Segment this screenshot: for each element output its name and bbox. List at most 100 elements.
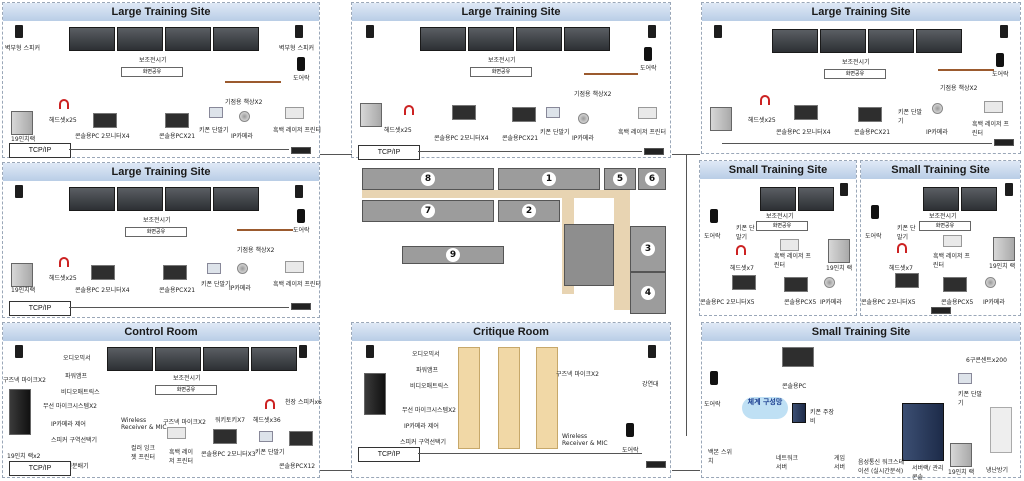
rack-icon bbox=[710, 107, 732, 131]
speaker-icon bbox=[714, 25, 722, 38]
network-line bbox=[69, 149, 289, 150]
rack-icon bbox=[11, 263, 33, 287]
door-lock-label: 도어락 bbox=[992, 71, 1009, 78]
power-amp-label: 파워앰프 bbox=[65, 373, 88, 380]
headset-icon bbox=[736, 245, 746, 255]
headset-icon bbox=[404, 105, 414, 115]
speaker-icon bbox=[648, 25, 656, 38]
door-lock-label: 도어락 bbox=[640, 65, 657, 72]
monitor-icon bbox=[165, 27, 211, 51]
ip-camera-icon bbox=[932, 103, 943, 114]
speaker-icon bbox=[840, 183, 848, 196]
panel-title: Small Training Site bbox=[861, 161, 1020, 179]
keypad-phone-icon bbox=[209, 107, 223, 118]
panel-large-training-3: Large Training Site 보조전시기 화면공유 도어락 기점용 책… bbox=[351, 2, 671, 160]
screen-share-box: 화면공유 bbox=[756, 221, 808, 231]
ip-camera-label: IP카메라 bbox=[820, 299, 842, 306]
phone-keypad-label: 키폰 주장비 bbox=[810, 409, 834, 425]
power-dist-label: 전원분배기 bbox=[61, 463, 89, 470]
panel-title: Small Training Site bbox=[702, 323, 1020, 341]
panel-title: Control Room bbox=[3, 323, 319, 341]
speaker-icon bbox=[648, 345, 656, 358]
keypad-phone-icon bbox=[259, 431, 273, 442]
keypad-label: 키폰 단말기 bbox=[255, 449, 285, 456]
network-line bbox=[69, 307, 289, 308]
door-lock-icon bbox=[996, 53, 1004, 67]
monitor-icon bbox=[516, 27, 562, 51]
monitor-icon bbox=[923, 187, 959, 211]
headset-label: 헤드셋x25 bbox=[49, 117, 77, 124]
panel-title: Large Training Site bbox=[3, 3, 319, 21]
panel-title: Large Training Site bbox=[352, 3, 670, 21]
wireless-receiver-label: Wireless Receiver & MIC bbox=[121, 417, 167, 431]
tcp-ip-box: TCP/IP bbox=[358, 145, 420, 160]
floor-room: 6 bbox=[638, 168, 666, 190]
screen-share-box: 화면공유 bbox=[470, 67, 532, 77]
instructor-desk-icon bbox=[225, 81, 281, 83]
speaker-icon bbox=[15, 25, 23, 38]
connector-line bbox=[672, 470, 700, 471]
console-pc-label: 콘솔용PCX21 bbox=[854, 129, 891, 136]
switch-icon bbox=[994, 139, 1014, 146]
printer-label: 흑백 레이저 프린터 bbox=[169, 449, 193, 465]
rack-label: 19인치 랙x2 bbox=[7, 453, 41, 460]
speaker-icon bbox=[366, 345, 374, 358]
printer-icon bbox=[943, 235, 962, 247]
monitor-icon bbox=[165, 187, 211, 211]
console-pc-label: 콘솔용PC 2모니터X4 bbox=[75, 133, 130, 140]
projector-label: 강연대 bbox=[642, 381, 659, 388]
instructor-desk-icon bbox=[584, 73, 638, 75]
rack-icon bbox=[11, 111, 33, 135]
monitor-icon bbox=[155, 347, 201, 371]
monitor-icon bbox=[798, 187, 834, 211]
ip-camera-label: IP카메라 bbox=[926, 129, 948, 136]
rack-icon bbox=[360, 103, 382, 127]
speaker-label: 벽부형 스피커 bbox=[5, 45, 41, 52]
ip-camera-icon bbox=[237, 263, 248, 274]
wireless-receiver-label: Wireless Receiver & MIC bbox=[562, 433, 608, 447]
door-lock-icon bbox=[297, 57, 305, 71]
monitor-wall bbox=[69, 27, 259, 51]
power-amp-label: 파워앰프 bbox=[416, 367, 439, 374]
printer-label: 흑백 레이저 프린터 bbox=[618, 129, 666, 136]
walkie-label: 워키토키X7 bbox=[215, 417, 246, 424]
console-pc-icon bbox=[165, 113, 189, 128]
monitor-icon bbox=[213, 187, 259, 211]
speaker-icon bbox=[299, 345, 307, 358]
speaker-icon bbox=[15, 345, 23, 358]
rack-icon bbox=[828, 239, 850, 263]
goose-mic-label: 구즈넥 마이크X2 bbox=[556, 371, 599, 378]
instructor-desk-label: 기점용 책상X2 bbox=[574, 91, 612, 98]
instructor-desk-icon bbox=[938, 69, 994, 71]
connector-line bbox=[320, 154, 352, 155]
console-pc-label: 콘솔용PCX5 bbox=[941, 299, 974, 306]
speaker-zone-label: 스피커 구역선택기 bbox=[400, 439, 447, 446]
keypad-phone-icon bbox=[958, 373, 972, 384]
wireless-mic-label: 무선 마이크시스템X2 bbox=[402, 407, 456, 414]
monitor-icon bbox=[117, 187, 163, 211]
rack-label: 19인치 랙 bbox=[989, 263, 1016, 270]
tcp-ip-box: TCP/IP bbox=[9, 301, 71, 316]
headset-icon bbox=[897, 243, 907, 253]
server-rack-icon bbox=[902, 403, 944, 461]
speaker-icon bbox=[366, 25, 374, 38]
voice-workstation-label: 음성통신 워크스테이션 (실시간분석) bbox=[858, 459, 905, 475]
printer-label: 흑백 레이저 프린터 bbox=[972, 121, 1009, 137]
speaker-label: 벽부형 스피커 bbox=[279, 45, 315, 52]
rack-icon bbox=[993, 237, 1015, 261]
keypad-label: 키폰 단말기 bbox=[736, 225, 755, 241]
monitor-icon bbox=[564, 27, 610, 51]
speaker-icon bbox=[15, 185, 23, 198]
printer-icon bbox=[638, 107, 657, 119]
floor-room: 3 bbox=[630, 226, 666, 272]
fan-icon bbox=[990, 407, 1012, 453]
corridor bbox=[614, 190, 630, 310]
console-pc-icon bbox=[512, 107, 536, 122]
rack-icon bbox=[950, 443, 972, 467]
console-pc-label: 콘솔용PC 2모니터X3 bbox=[201, 451, 256, 458]
speaker-icon bbox=[1005, 183, 1013, 196]
console-pc-icon bbox=[895, 273, 919, 288]
console-pc-label: 콘솔용PCX5 bbox=[784, 299, 817, 306]
speaker-zone-label: 스피커 구역선택기 bbox=[51, 437, 98, 444]
ip-cam-ctrl-label: IP카메라 제어 bbox=[404, 423, 439, 430]
